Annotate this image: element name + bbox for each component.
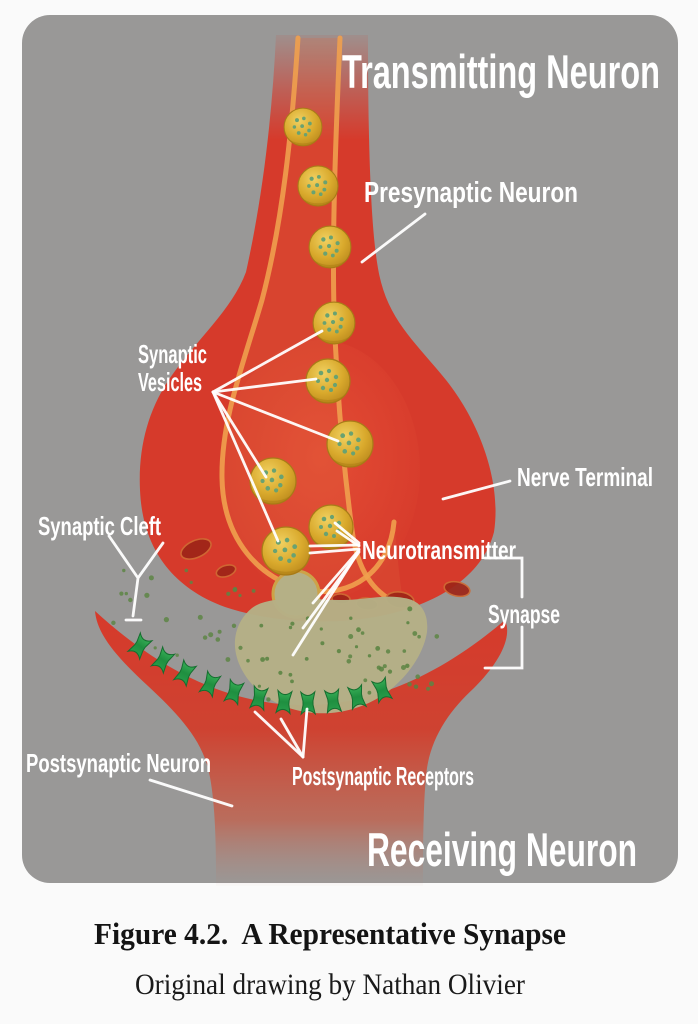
synaptic-vesicle xyxy=(297,165,339,207)
synaptic-vesicle xyxy=(326,420,374,468)
label-postsynaptic-receptors: Postsynaptic Receptors xyxy=(292,761,474,791)
synaptic-vesicle xyxy=(308,225,352,269)
vesicles-pointer-fan xyxy=(211,329,340,543)
postsynaptic-neuron-shape xyxy=(95,611,508,886)
synaptic-cleft-pointer-lines xyxy=(107,534,165,622)
label-synapse: Synapse xyxy=(488,599,560,629)
label-nerve-terminal: Nerve Terminal xyxy=(517,462,653,492)
synaptic-vesicle xyxy=(305,358,351,404)
neurotransmitter-pointer-fan xyxy=(291,521,361,657)
label-postsynaptic-neuron: Postsynaptic Neuron xyxy=(26,748,211,778)
label-presynaptic-neuron: Presynaptic Neuron xyxy=(364,177,578,209)
presynaptic-pointer-line xyxy=(360,212,427,264)
receptors-pointer-fan xyxy=(253,707,309,759)
figure-caption-title: Figure 4.2. A Representative Synapse xyxy=(94,916,566,951)
label-transmitting-neuron: Transmitting Neuron xyxy=(342,45,660,98)
neurotransmitter-molecules xyxy=(111,568,440,706)
synapse-bracket xyxy=(483,556,524,670)
label-synaptic-vesicles-line1: Synaptic xyxy=(138,339,207,369)
postsynaptic-neuron-pointer-line xyxy=(148,778,234,808)
synaptic-vesicle xyxy=(283,107,323,147)
label-synaptic-vesicles-line2: Vesicles xyxy=(138,367,202,397)
synaptic-vesicle xyxy=(261,526,311,577)
synaptic-vesicle xyxy=(308,504,354,550)
pointer-lines xyxy=(107,212,524,808)
nerve-terminal-pointer-line xyxy=(441,479,512,501)
synaptic-vesicle xyxy=(312,301,356,345)
label-neurotransmitter: Neurotransmitter xyxy=(362,535,516,565)
label-synaptic-cleft: Synaptic Cleft xyxy=(38,511,161,541)
label-receiving-neuron: Receiving Neuron xyxy=(367,823,637,876)
figure-caption-credit: Original drawing by Nathan Olivier xyxy=(135,968,525,1001)
